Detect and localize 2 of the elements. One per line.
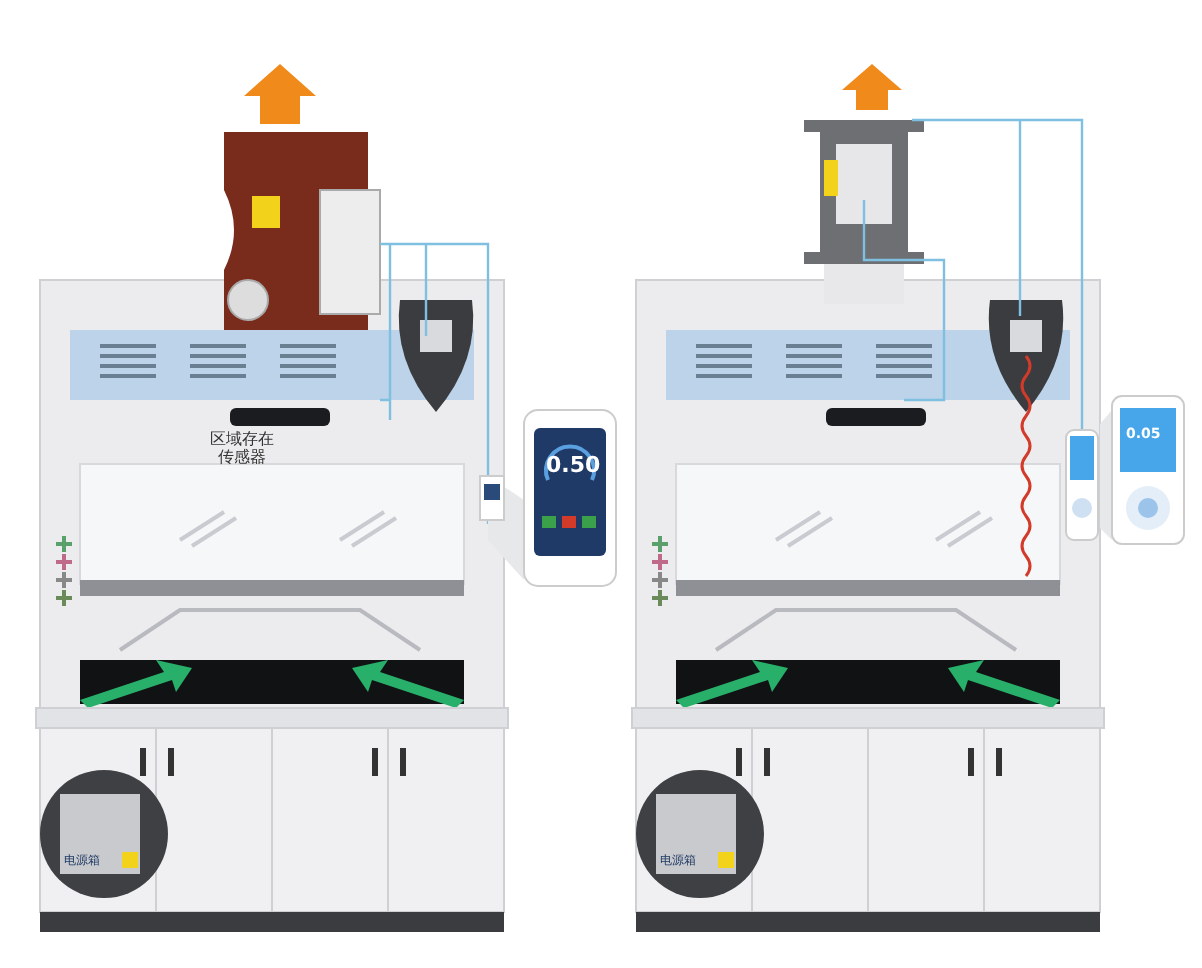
sensor-label: 区域存在传感器 xyxy=(208,430,276,467)
display-value: 0.50 xyxy=(546,454,601,476)
